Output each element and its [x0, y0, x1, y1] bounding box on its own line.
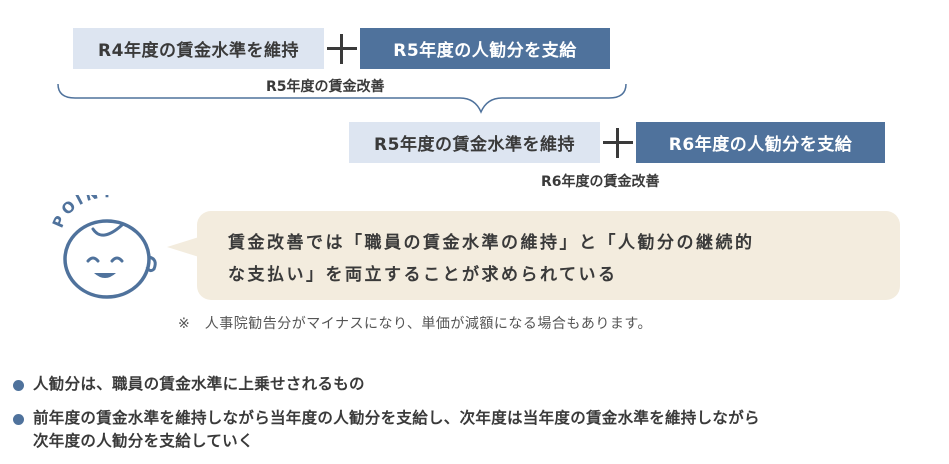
r5-payment-box: R5年度の人勧分を支給: [360, 28, 610, 69]
r6-improvement-caption: R6年度の賃金改善: [541, 174, 660, 190]
plus-icon: [327, 34, 357, 64]
point-label: POINT: [50, 195, 115, 230]
r4-maintain-label: R4年度の賃金水準を維持: [98, 41, 299, 61]
r5-improvement-caption: R5年度の賃金改善: [266, 79, 385, 95]
point-message: 賃金改善では「職員の賃金水準の維持」と「人勧分の継続的 な支払い」を両立すること…: [228, 227, 878, 291]
bullet-icon: [13, 380, 24, 391]
bubble-tail: [167, 237, 199, 257]
bullet-icon: [13, 414, 24, 425]
r5-maintain-box: R5年度の賃金水準を維持: [349, 122, 600, 163]
list-item-text: 人勧分は、職員の賃金水準に上乗せされるもの: [33, 375, 365, 393]
list-item: 人勧分は、職員の賃金水準に上乗せされるもの: [13, 373, 365, 396]
list-item-line2: 次年度の人勧分を支給していく: [33, 432, 254, 450]
r6-payment-box: R6年度の人勧分を支給: [636, 122, 885, 163]
plus-icon: [603, 128, 633, 158]
curly-brace: [57, 83, 627, 114]
point-message-line2: な支払い」を両立することが求められている: [228, 265, 618, 285]
r5-payment-label: R5年度の人勧分を支給: [393, 41, 577, 61]
point-message-line1: 賃金改善では「職員の賃金水準の維持」と「人勧分の継続的: [228, 233, 755, 253]
list-item-text: 前年度の賃金水準を維持しながら当年度の人勧分を支給し、次年度は当年度の賃金水準を…: [33, 407, 760, 453]
r4-maintain-box: R4年度の賃金水準を維持: [73, 28, 324, 69]
point-mascot-icon: POINT: [50, 195, 157, 299]
list-item: 前年度の賃金水準を維持しながら当年度の人勧分を支給し、次年度は当年度の賃金水準を…: [13, 407, 760, 453]
r6-payment-label: R6年度の人勧分を支給: [668, 135, 853, 155]
point-bubble: [197, 211, 900, 300]
r5-maintain-label: R5年度の賃金水準を維持: [374, 135, 575, 155]
footnote: ※ 人事院勧告分がマイナスになり、単価が減額になる場合もあります。: [178, 316, 652, 332]
list-item-line1: 前年度の賃金水準を維持しながら当年度の人勧分を支給し、次年度は当年度の賃金水準を…: [33, 409, 760, 427]
